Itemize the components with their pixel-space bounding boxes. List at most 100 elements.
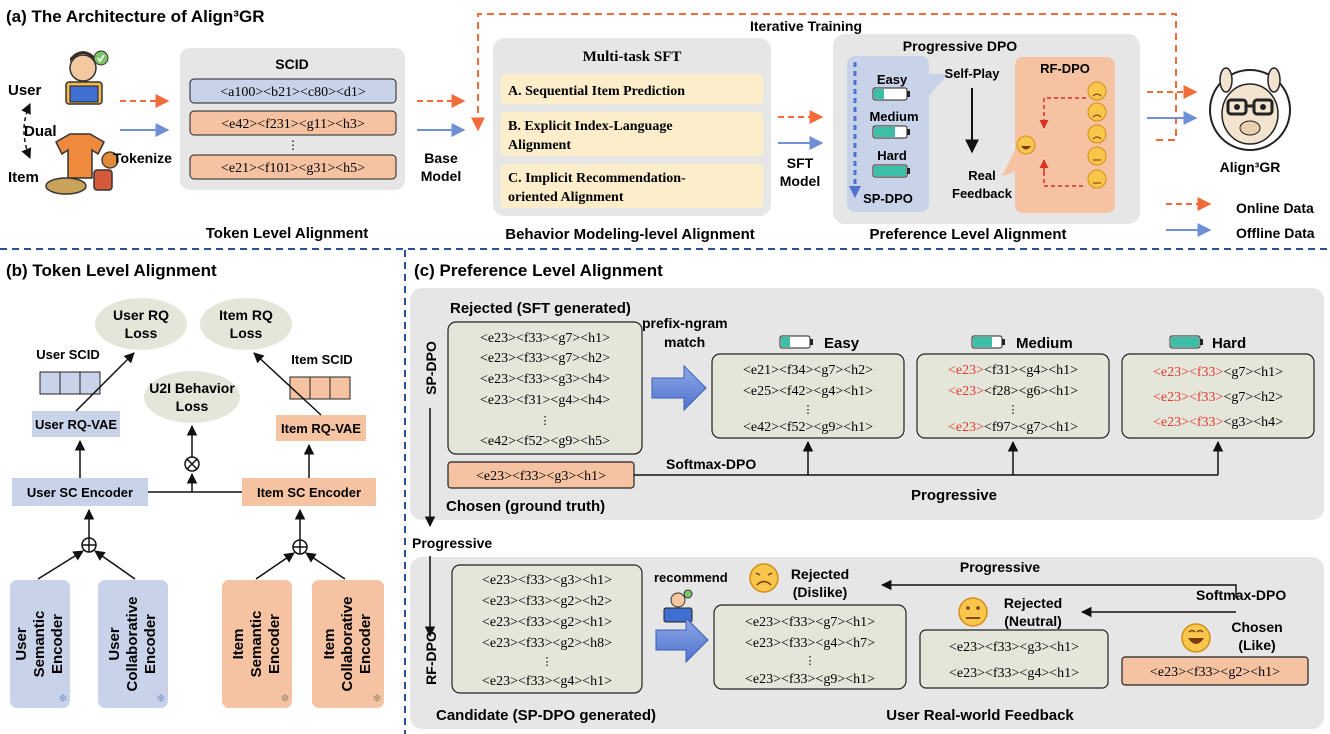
dislike-box bbox=[713, 604, 907, 690]
battery-hard-icon bbox=[872, 164, 910, 178]
candidate-box bbox=[451, 564, 643, 694]
code-row: <e23><f33><g7><h1> bbox=[745, 615, 875, 630]
sft-title: Multi-task SFT bbox=[583, 49, 682, 65]
recommend-label: recommend bbox=[654, 570, 728, 585]
item-collaborative-encoder bbox=[312, 580, 384, 708]
snowflake-icon: ❄ bbox=[156, 693, 165, 705]
legend-online: Online Data bbox=[1236, 200, 1314, 216]
panel-a-title: (a) The Architecture of Align³GR bbox=[6, 7, 264, 26]
dual-label: Dual bbox=[24, 123, 57, 140]
code-row: <e23><f33><g2><h1> bbox=[482, 615, 612, 630]
neutral-box bbox=[919, 629, 1109, 689]
rf-dpo-side-label: RF-DPO bbox=[423, 631, 439, 685]
user-collaborative-encoder-label: UserCollaborativeEncoder bbox=[106, 596, 159, 691]
rejected-dislike-label: Rejected(Dislike) bbox=[791, 566, 849, 600]
softmax-dpo-bottom-label: Softmax-DPO bbox=[1196, 587, 1286, 603]
matched-prefix: <e23><f33> bbox=[1153, 365, 1224, 380]
battery-medium-icon bbox=[971, 335, 1005, 349]
code-row: <e42><f52><g9><h5> bbox=[480, 434, 610, 449]
sft-task-c bbox=[501, 164, 763, 208]
candidate-label: Candidate (SP-DPO generated) bbox=[436, 707, 656, 724]
user-semantic-encoder-label: UserSemanticEncoder bbox=[13, 611, 66, 678]
item-sc-encoder bbox=[242, 478, 376, 506]
medium-label: Medium bbox=[1016, 335, 1073, 352]
code-row: <e21><f34><g7><h2> bbox=[743, 363, 873, 378]
self-play-label: Self-Play bbox=[945, 66, 1001, 81]
sad-face-icon bbox=[1087, 124, 1107, 144]
u2i-behavior-loss bbox=[144, 371, 240, 423]
code-suffix: <f97><g7><h1> bbox=[984, 420, 1078, 435]
code-row: ⋮ bbox=[542, 656, 553, 668]
item-sc-encoder-label: Item SC Encoder bbox=[257, 485, 361, 500]
neutral-face-icon bbox=[1087, 146, 1107, 166]
code-row: <e25><f42><g4><h1> bbox=[743, 384, 873, 399]
user-avatar-icon bbox=[65, 50, 109, 105]
battery-easy-icon bbox=[872, 87, 910, 101]
happy-face-icon bbox=[1016, 135, 1036, 155]
code-row: <e23><f33><g7><h2> bbox=[1153, 390, 1283, 405]
item-rq-vae-label: Item RQ-VAE bbox=[281, 421, 361, 436]
sft-task-b bbox=[501, 112, 763, 156]
like-value: <e23><f33><g2><h1> bbox=[1150, 665, 1280, 680]
code-suffix: ⋮ bbox=[1008, 404, 1019, 416]
preference-level-label: Preference Level Alignment bbox=[869, 226, 1066, 243]
code-row: ⋮ bbox=[540, 415, 551, 427]
user-rq-vae-label: User RQ-VAE bbox=[35, 417, 117, 432]
scid-title: SCID bbox=[275, 56, 308, 72]
hard-box bbox=[1121, 353, 1315, 439]
code-row: <e23><f33><g3><h4> bbox=[1153, 415, 1283, 430]
user-label: User bbox=[8, 82, 42, 99]
code-row: ⋮ bbox=[1008, 404, 1019, 416]
item-label: Item bbox=[8, 169, 39, 186]
hard-label: Hard bbox=[1212, 335, 1246, 352]
sft-task-a-label: A. Sequential Item Prediction bbox=[508, 84, 685, 99]
matched-prefix: <e23> bbox=[948, 420, 984, 435]
panel-c-title: (c) Preference Level Alignment bbox=[414, 261, 663, 280]
recommend-big-arrow bbox=[655, 616, 709, 664]
sft-task-c-label: C. Implicit Recommendation-oriented Alig… bbox=[508, 171, 686, 205]
sum-node-icon bbox=[81, 537, 97, 553]
rf-dpo-label: RF-DPO bbox=[1040, 61, 1090, 76]
llama-model-icon bbox=[1209, 67, 1291, 151]
user-rq-loss bbox=[95, 298, 187, 350]
code-row: <e23><f33><g2><h8> bbox=[482, 636, 612, 651]
item-rq-vae bbox=[276, 415, 366, 441]
easy-box bbox=[711, 353, 905, 439]
user-semantic-encoder bbox=[10, 580, 70, 708]
progressive-label: Progressive bbox=[911, 487, 997, 504]
scid-row-text: <e42><f231><g11><h3> bbox=[221, 117, 365, 132]
code-row: <e23><f33><g3><h1> bbox=[949, 640, 1079, 655]
rejected-sft-box bbox=[447, 321, 643, 455]
battery-easy-icon bbox=[779, 335, 813, 349]
neutral-face-icon bbox=[958, 597, 988, 627]
legend-offline: Offline Data bbox=[1236, 225, 1315, 241]
progressive-dpo-title: Progressive DPO bbox=[903, 38, 1017, 54]
panel-b-title: (b) Token Level Alignment bbox=[6, 261, 217, 280]
code-row: ⋮ bbox=[805, 655, 816, 667]
code-row: <e23><f97><g7><h1> bbox=[948, 420, 1078, 435]
code-suffix: <g7><h1> bbox=[1223, 365, 1283, 380]
output-model-label: Align³GR bbox=[1220, 159, 1281, 175]
token-level-label: Token Level Alignment bbox=[206, 225, 369, 242]
feedback-label: User Real-world Feedback bbox=[886, 707, 1074, 724]
neutral-face-icon bbox=[1087, 169, 1107, 189]
item-collaborative-encoder-label: ItemCollaborativeEncoder bbox=[321, 596, 374, 691]
code-row: <e23><f33><g4><h1> bbox=[482, 674, 612, 689]
code-row: <e42><f52><g9><h1> bbox=[743, 420, 873, 435]
matched-prefix: <e23> bbox=[948, 363, 984, 378]
iterative-training-label: Iterative Training bbox=[750, 18, 862, 34]
code-row: <e23><f33><g9><h1> bbox=[745, 672, 875, 687]
code-suffix: <g7><h2> bbox=[1223, 390, 1283, 405]
user-scid-label: User SCID bbox=[36, 347, 100, 362]
code-row: <e23><f28><g6><h1> bbox=[948, 384, 1078, 399]
user-rq-vae bbox=[32, 411, 120, 437]
behavior-level-label: Behavior Modeling-level Alignment bbox=[505, 226, 754, 243]
progressive-bottom-label: Progressive bbox=[960, 559, 1040, 575]
matched-prefix: <e23><f33> bbox=[1153, 415, 1224, 430]
code-row: ⋮ bbox=[803, 404, 814, 416]
